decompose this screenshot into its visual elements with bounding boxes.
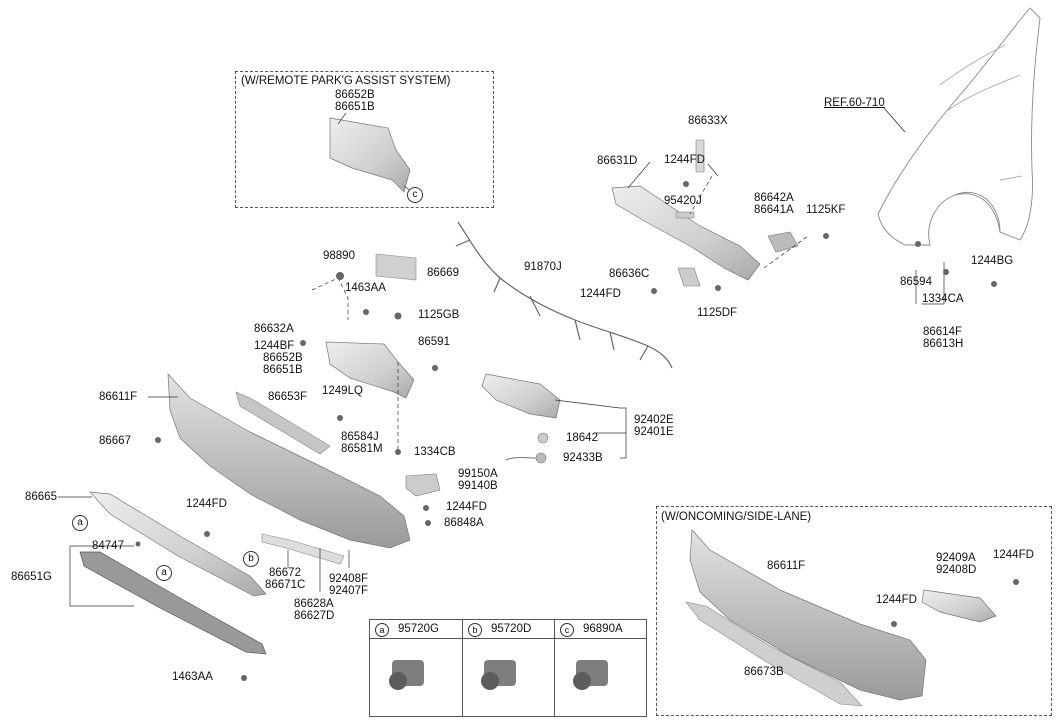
part-label: 86642A xyxy=(754,192,794,204)
rear-bumper xyxy=(167,373,411,549)
part-label: 86667 xyxy=(99,435,131,447)
part-label: 1125DF xyxy=(697,307,738,319)
part-label: 86665 xyxy=(25,491,57,503)
part-label: 86848A xyxy=(444,517,484,529)
part-label: 1244BG xyxy=(971,255,1014,267)
part-label: 86673B xyxy=(744,666,784,678)
part-label: 86632A xyxy=(254,323,294,335)
part-label: 95420J xyxy=(664,195,702,207)
part-label: 86669 xyxy=(427,267,459,279)
part-label: 86652B xyxy=(263,352,303,364)
part-label: 1249LQ xyxy=(322,385,363,397)
part-label: 92433B xyxy=(563,452,603,464)
part-label: 86614F xyxy=(923,326,963,338)
part-label: 92402E xyxy=(634,414,674,426)
part-label: 98890 xyxy=(323,250,355,262)
part-label: 1244FD xyxy=(186,498,227,510)
legend-table: a 95720G b 95720D c 96890A xyxy=(369,619,647,717)
part-label: 1125KF xyxy=(806,204,846,216)
bracket-remote-park xyxy=(329,117,411,193)
part-label: 86651G xyxy=(11,571,52,583)
part-label: 86633X xyxy=(688,115,728,127)
part-label: 18642 xyxy=(566,432,598,444)
part-label: 91870J xyxy=(524,261,562,273)
part-label: 86653F xyxy=(268,391,308,403)
legend-part-number: 96890A xyxy=(583,623,623,635)
ref-label: REF.60-710 xyxy=(824,97,885,109)
callout-c: c xyxy=(407,187,423,203)
part-label: 92409A xyxy=(936,552,976,564)
part-label: 86641A xyxy=(754,204,794,216)
part-label: 92408D xyxy=(936,564,977,576)
part-label: 86672 xyxy=(269,567,301,579)
part-label: 1463AA xyxy=(345,282,386,294)
legend-sensor-images xyxy=(389,660,608,690)
callout-a: a xyxy=(72,515,88,531)
part-label: 86611F xyxy=(99,391,138,403)
legend-entry-a: a 95720G xyxy=(370,620,462,716)
part-label: 1244FD xyxy=(446,501,487,513)
remote-park-assist-title: (W/REMOTE PARK'G ASSIST SYSTEM) xyxy=(241,75,451,87)
legend-letter: c xyxy=(560,623,574,637)
wiring-harness xyxy=(455,221,673,369)
part-label: 92401E xyxy=(634,426,674,438)
part-label: 86613H xyxy=(923,338,964,350)
part-label: 1244FD xyxy=(664,154,705,166)
part-label: 86651B xyxy=(335,101,375,113)
part-label: 92407F xyxy=(329,585,369,597)
oncoming-side-lane-box xyxy=(656,506,1052,716)
part-label: 86651B xyxy=(263,364,303,376)
part-label: 1463AA xyxy=(172,671,213,683)
part-label: 1244BF xyxy=(254,340,295,352)
part-label: 86581M xyxy=(341,443,383,455)
legend-entry-c: c 96890A xyxy=(554,620,647,716)
callout-a: a xyxy=(156,565,172,581)
part-label: 86631D xyxy=(597,155,638,167)
part-label: 1125GB xyxy=(418,309,460,321)
part-label: 86611F xyxy=(767,560,806,572)
callout-b: b xyxy=(243,551,259,567)
legend-entry-b: b 95720D xyxy=(462,620,555,716)
part-label: 99150A xyxy=(458,468,498,480)
part-label: 92408F xyxy=(329,573,369,585)
part-label: 86636C xyxy=(609,268,650,280)
part-label: 99140B xyxy=(458,480,498,492)
part-label: 86671C xyxy=(265,579,306,591)
legend-part-number: 95720D xyxy=(491,623,532,635)
legend-letter: a xyxy=(375,623,389,637)
legend-letter: b xyxy=(468,623,482,637)
part-label: 86584J xyxy=(341,431,379,443)
quarter-panel-ref xyxy=(877,7,1041,246)
part-label: 84747 xyxy=(92,540,124,552)
legend-part-number: 95720G xyxy=(398,623,439,635)
part-label: 86591 xyxy=(418,336,450,348)
part-label: 86627D xyxy=(294,610,335,622)
part-label: 1244FD xyxy=(993,549,1034,561)
oncoming-side-lane-title: (W/ONCOMING/SIDE-LANE) xyxy=(661,511,812,523)
part-label: 1334CB xyxy=(414,446,456,458)
part-label: 1244FD xyxy=(876,594,917,606)
bumper-corner xyxy=(325,341,415,399)
part-label: 1244FD xyxy=(580,288,621,300)
part-label: 86628A xyxy=(294,598,334,610)
part-label: 86652B xyxy=(335,89,375,101)
part-label: 86594 xyxy=(900,276,932,288)
remote-park-assist-box xyxy=(235,71,494,208)
part-label: 1334CA xyxy=(922,293,964,305)
